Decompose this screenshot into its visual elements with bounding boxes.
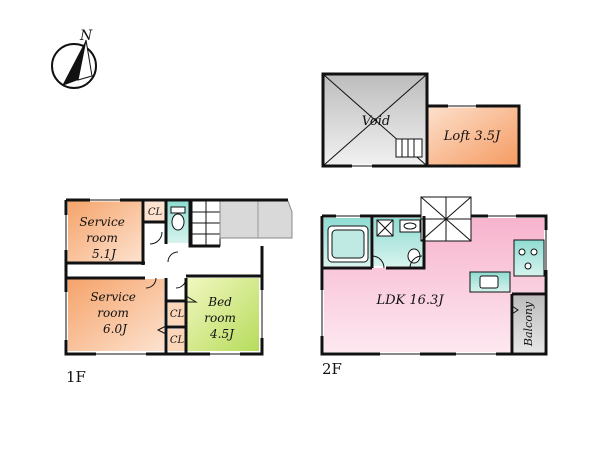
closet-top-label: CL xyxy=(148,207,163,218)
compass-north-label: N xyxy=(79,28,93,44)
toilet-icon xyxy=(170,206,186,231)
balcony-fill xyxy=(514,296,544,352)
walls-2f xyxy=(320,214,548,356)
service-room-1-fill xyxy=(68,201,142,262)
bathtub-icon xyxy=(327,225,369,263)
ldk-label: LDK 16.3J xyxy=(375,293,444,308)
floor-1f: Service room 5.1J Service room 6.0J Bed … xyxy=(64,198,293,386)
service-room-2-fill xyxy=(68,279,164,351)
balcony-label: Balcony xyxy=(522,301,535,347)
void-stairs xyxy=(395,138,423,158)
closet-mid-fill xyxy=(168,303,186,325)
stairs-2f xyxy=(420,196,472,242)
stairs-1f xyxy=(191,200,221,247)
bedroom-label: Bed room 4.5J xyxy=(204,295,239,341)
floor-2f: LDK 16.3J Balcony 2F xyxy=(320,196,548,378)
entrance-porch xyxy=(219,200,293,239)
floor-1f-label: 1F xyxy=(66,368,86,386)
compass-needle-icon xyxy=(62,40,86,86)
closet-mid-label: CL xyxy=(170,309,185,320)
ldk-fill xyxy=(324,218,544,352)
service-room-2-label: Service room 6.0J xyxy=(90,290,139,336)
doors-2f xyxy=(371,255,519,315)
service-room-1-label: Service room 5.1J xyxy=(79,215,128,261)
compass: N xyxy=(51,28,97,89)
upper-level: Void Loft 3.5J xyxy=(321,72,521,168)
loft-label: Loft 3.5J xyxy=(443,129,501,144)
closet-top-fill xyxy=(145,201,165,221)
closet-bottom-fill xyxy=(168,329,186,351)
void-label: Void xyxy=(362,114,391,129)
closet-bottom-label: CL xyxy=(170,335,185,346)
bedroom-fill xyxy=(187,278,259,351)
kitchen-counter xyxy=(469,239,545,293)
doors-1f xyxy=(145,231,198,335)
loft-fill xyxy=(428,107,518,165)
floor-2f-label: 2F xyxy=(322,360,342,378)
washroom-fixtures xyxy=(376,219,421,264)
